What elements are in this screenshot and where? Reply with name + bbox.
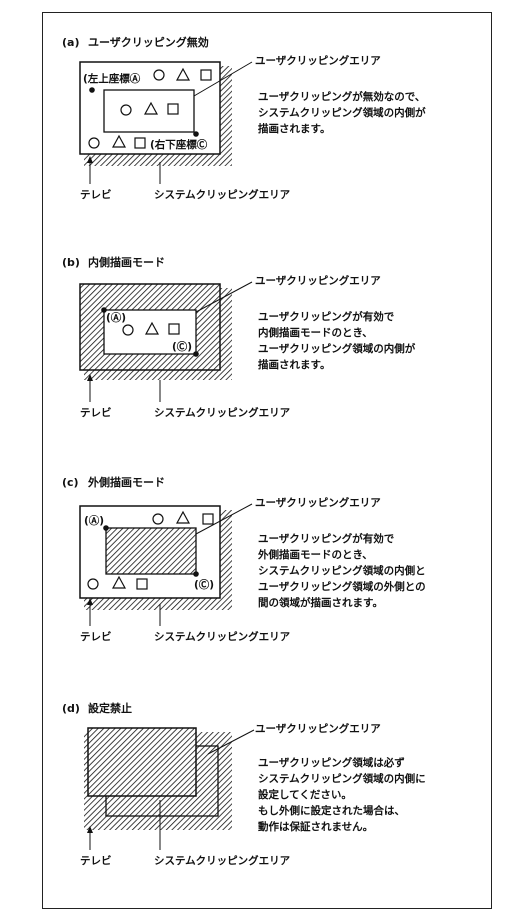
desc-line: 間の領域が描画されます。 xyxy=(258,596,383,609)
circle-shape xyxy=(122,324,134,336)
tv-screen xyxy=(79,61,221,155)
desc-line: 動作は保証されません。 xyxy=(258,820,373,833)
user-area-label: ユーザクリッピングエリア xyxy=(255,274,381,287)
user-clipping-rect xyxy=(103,89,195,133)
tv-label: テレビ xyxy=(80,406,112,419)
desc-line: ユーザクリッピングが有効で xyxy=(258,310,395,323)
section-c: (c) 外側描画モード (Ⓐ) (Ⓒ) ユーザクリッピングエリア テレビ システ… xyxy=(62,475,426,643)
tv-label: テレビ xyxy=(80,630,112,643)
section-d: (d) 設定禁止 ユーザクリッピングエリア テレビ システムクリッピングエリア … xyxy=(62,701,426,867)
arrow-head-icon xyxy=(87,374,93,381)
triangle-shape xyxy=(144,321,160,335)
triangle-shape xyxy=(111,134,127,148)
user-area-pointer xyxy=(207,729,255,755)
square-shape xyxy=(168,323,180,335)
tv-label: テレビ xyxy=(80,188,112,201)
corner-a-marker xyxy=(101,307,107,313)
system-area-label: システムクリッピングエリア xyxy=(154,854,291,867)
corner-a-marker xyxy=(103,525,109,531)
desc-line: ユーザクリッピング領域は必ず xyxy=(258,756,405,769)
corner-a-marker xyxy=(89,87,95,93)
triangle-shape xyxy=(143,101,159,115)
desc-line: 外側描画モードのとき、 xyxy=(257,548,373,561)
circle-shape xyxy=(87,578,99,590)
triangle-shape xyxy=(175,67,191,81)
circle-shape xyxy=(153,69,165,81)
corner-c-label: (Ⓒ) xyxy=(172,340,192,353)
user-area-label: ユーザクリッピングエリア xyxy=(255,496,381,509)
triangle-shape xyxy=(111,575,127,589)
user-clipping-rect xyxy=(103,309,197,355)
section-a-tag: (a) xyxy=(62,36,79,49)
desc-line: システムクリッピング領域の内側と xyxy=(258,564,426,577)
user-area-label: ユーザクリッピングエリア xyxy=(255,722,381,735)
section-c-title: 外側描画モード xyxy=(87,475,165,489)
corner-a-label: (Ⓐ) xyxy=(106,311,126,324)
user-clipping-rect xyxy=(87,727,197,797)
desc-line: システムクリッピング領域の内側に xyxy=(258,772,426,785)
user-area-pointer xyxy=(195,281,253,313)
arrow-head-icon xyxy=(87,598,93,605)
square-shape xyxy=(202,513,214,525)
circle-shape xyxy=(152,513,164,525)
desc-line: ユーザクリッピングが無効なので、 xyxy=(258,90,425,103)
corner-c-label: (右下座標Ⓒ xyxy=(150,138,208,151)
system-area-label: システムクリッピングエリア xyxy=(154,406,291,419)
corner-a-label: (Ⓐ) xyxy=(84,514,104,527)
section-c-tag: (c) xyxy=(62,476,79,489)
section-b-title: 内側描画モード xyxy=(88,255,165,269)
desc-line: 描画されます。 xyxy=(258,122,330,135)
corner-c-marker xyxy=(193,131,199,137)
section-a: (a) ユーザクリッピング無効 (左上座標Ⓐ (右下座標Ⓒ ユーザクリッピングエ… xyxy=(62,35,426,201)
tv-label: テレビ xyxy=(80,854,112,867)
square-shape xyxy=(134,137,146,149)
section-d-title: 設定禁止 xyxy=(88,701,132,715)
corner-c-marker xyxy=(193,351,199,357)
square-shape xyxy=(167,103,179,115)
square-shape xyxy=(200,69,212,81)
arrow-head-icon xyxy=(87,826,93,833)
user-area-label: ユーザクリッピングエリア xyxy=(255,54,381,67)
user-clipping-rect xyxy=(105,527,197,575)
circle-shape xyxy=(88,137,100,149)
desc-line: 内側描画モードのとき、 xyxy=(258,326,373,339)
circle-shape xyxy=(120,104,132,116)
square-shape xyxy=(136,578,148,590)
triangle-shape xyxy=(175,510,191,524)
desc-line: システムクリッピング領域の内側が xyxy=(258,106,426,119)
figure-frame xyxy=(42,12,492,909)
section-b-tag: (b) xyxy=(62,256,80,269)
section-d-tag: (d) xyxy=(62,702,80,715)
corner-c-label: (Ⓒ) xyxy=(194,578,214,591)
corner-a-label: (左上座標Ⓐ xyxy=(83,72,141,85)
desc-line: 描画されます。 xyxy=(258,358,330,371)
desc-line: もし外側に設定された場合は、 xyxy=(258,804,405,817)
system-area-label: システムクリッピングエリア xyxy=(154,188,291,201)
corner-c-marker xyxy=(193,571,199,577)
arrow-head-icon xyxy=(87,156,93,163)
user-area-pointer xyxy=(193,61,253,97)
section-a-title: ユーザクリッピング無効 xyxy=(88,35,209,49)
desc-line: ユーザクリッピング領域の外側との xyxy=(258,580,426,593)
desc-line: 設定してください。 xyxy=(258,788,352,801)
desc-line: ユーザクリッピング領域の内側が xyxy=(258,342,416,355)
system-area-label: システムクリッピングエリア xyxy=(154,630,291,643)
section-b: (b) 内側描画モード (Ⓐ) (Ⓒ) ユーザクリッピングエリア テレビ システ… xyxy=(62,255,416,419)
desc-line: ユーザクリッピングが有効で xyxy=(258,532,395,545)
user-area-pointer xyxy=(195,503,253,535)
